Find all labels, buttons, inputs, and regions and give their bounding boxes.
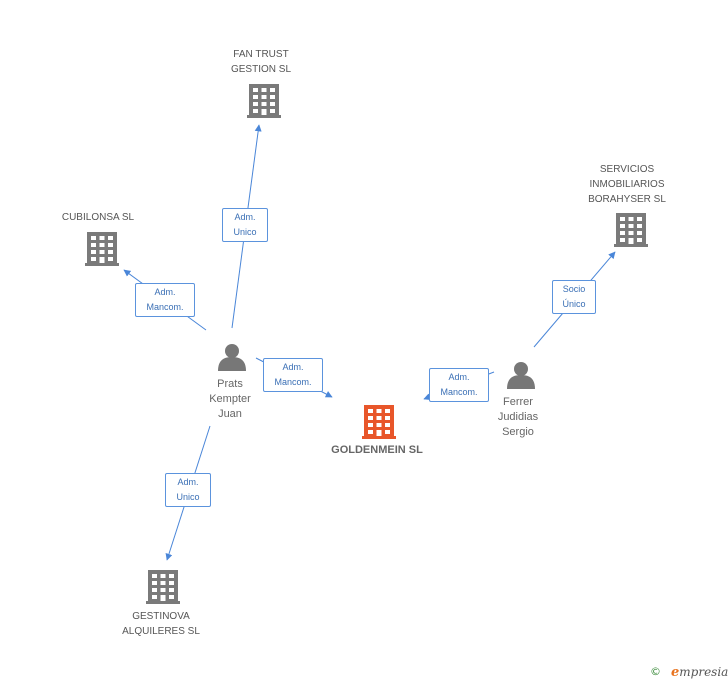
edge-label-prats-goldenmein: Adm. Mancom. [263,358,323,392]
node-label-fan-trust[interactable]: FAN TRUST GESTION SL [230,49,291,75]
node-label-cubilonsa[interactable]: CUBILONSA SL [61,212,135,223]
cubilonsa-building-icon[interactable] [85,232,119,266]
prats-person-icon[interactable] [218,344,246,371]
node-label-goldenmein[interactable]: GOLDENMEIN SL [331,444,423,456]
brand-rest: mpresia [679,665,728,679]
empresia-logo[interactable]: empresia [671,665,728,680]
goldenmein-building-icon[interactable] [362,405,396,439]
edge-label-ferrer-servicios: Socio Único [552,280,596,314]
edge-label-prats-gestinova: Adm. Unico [165,473,211,507]
node-label-ferrer[interactable]: Ferrer Judidias Sergio [497,396,539,438]
node-label-gestinova[interactable]: GESTINOVA ALQUILERES SL [122,611,200,637]
gestinova-building-icon[interactable] [146,570,180,604]
ferrer-person-icon[interactable] [507,362,535,389]
node-label-prats[interactable]: Prats Kempter Juan [209,378,251,420]
edge-label-prats-cubilonsa: Adm. Mancom. [135,283,195,317]
copyright-icon: © [650,665,661,678]
fan-trust-building-icon[interactable] [247,84,281,118]
servicios-building-icon[interactable] [614,213,648,247]
node-label-servicios[interactable]: SERVICIOS INMOBILIARIOS BORAHYSER SL [588,164,666,205]
edge-label-prats-fan-trust: Adm. Unico [222,208,268,242]
brand-initial: e [671,665,680,680]
edge-label-ferrer-goldenmein: Adm. Mancom. [429,368,489,402]
